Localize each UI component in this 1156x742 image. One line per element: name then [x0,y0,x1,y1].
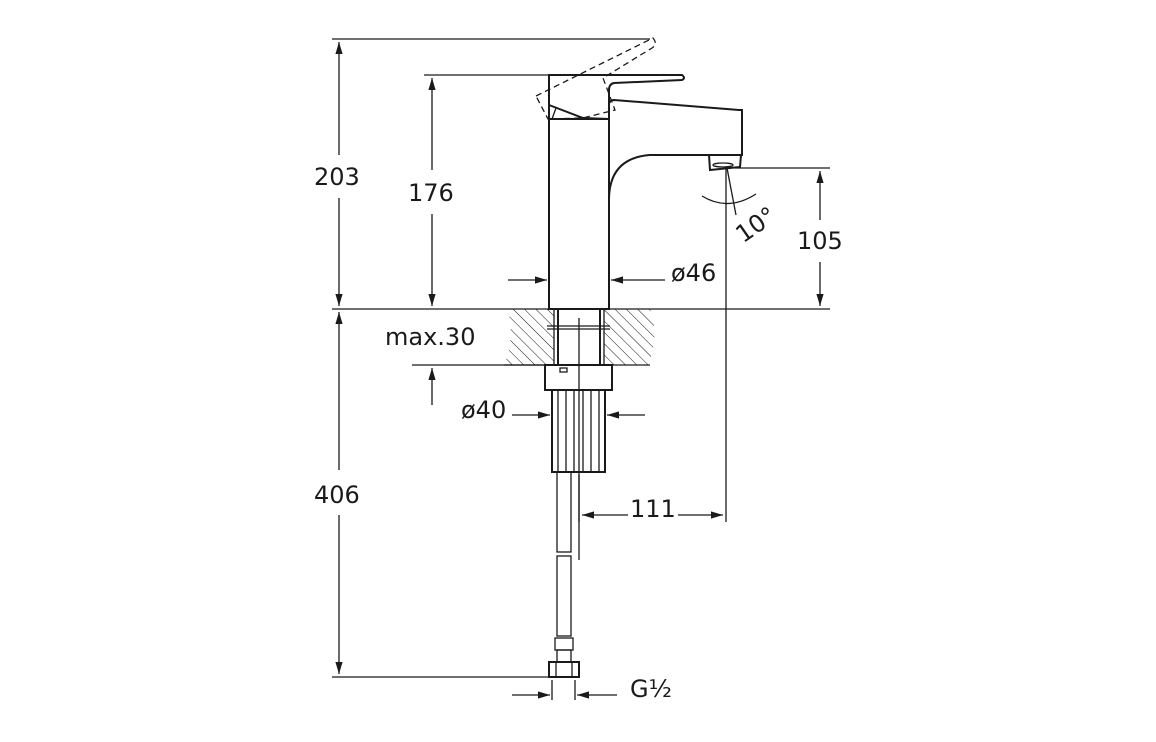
label-203: 203 [314,163,360,191]
label-111: 111 [630,495,676,523]
label-10-degrees: 10° [730,201,781,248]
label-diameter-46: ø46 [671,259,716,287]
label-diameter-40: ø40 [461,396,506,424]
vertical-dimensions [335,42,824,674]
faucet-body [535,37,743,310]
countertop-section [504,309,655,366]
label-g-half: G½ [630,675,672,703]
label-105: 105 [797,227,843,255]
shank [544,308,613,560]
flex-hose [548,471,580,678]
label-max-30: max.30 [385,323,475,351]
spout-angle-indicator [701,167,757,216]
extension-lines [332,38,830,678]
label-406: 406 [314,481,360,509]
horizontal-dimensions [508,276,723,700]
label-176: 176 [408,179,454,207]
